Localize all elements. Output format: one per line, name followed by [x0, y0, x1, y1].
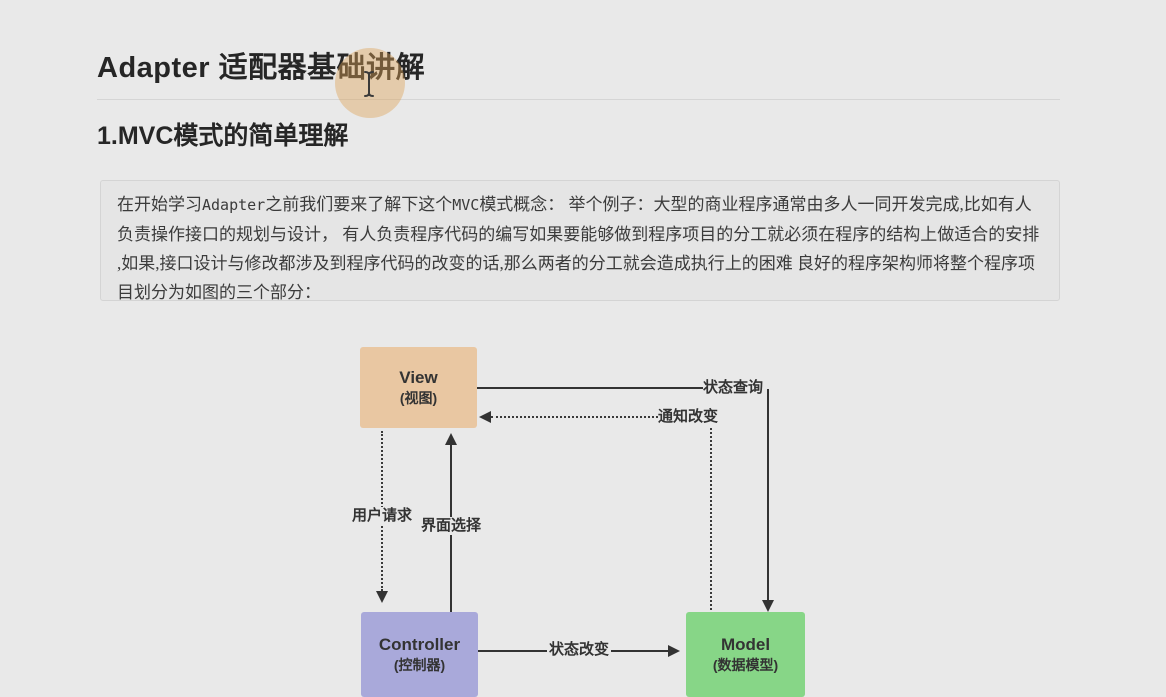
edge-user-request-label: 用户请求 — [350, 507, 415, 525]
page-title: Adapter 适配器基础讲解 — [97, 52, 426, 84]
section-heading: 1.MVC模式的简单理解 — [97, 122, 349, 150]
arrow-left-icon — [479, 411, 491, 423]
edge-state-query-line — [477, 387, 703, 389]
arrow-up-icon — [445, 433, 457, 445]
inline-code-mvc: MVC — [452, 196, 480, 214]
node-view-sublabel: (视图) — [399, 390, 438, 406]
edge-interface-select-label: 界面选择 — [419, 517, 484, 535]
edge-state-query-label: 状态查询 — [703, 379, 764, 396]
paragraph-text: 在开始学习 — [117, 195, 202, 214]
inline-code-adapter: Adapter — [202, 196, 266, 214]
edge-notify-change-line — [710, 428, 712, 610]
node-view-label: View — [399, 368, 438, 387]
text-cursor-icon — [364, 71, 374, 97]
node-model-label: Model — [720, 635, 771, 654]
edge-notify-change-line — [491, 416, 658, 418]
diagram-node-controller: Controller (控制器) — [361, 612, 478, 697]
edge-notify-change-label: 通知改变 — [658, 408, 719, 425]
node-model-sublabel: (数据模型) — [712, 657, 779, 673]
edge-state-change-label: 状态改变 — [547, 641, 612, 659]
diagram-node-model: Model (数据模型) — [686, 612, 805, 697]
paragraph-text: 模式概念： 举个例子：大型的商业程序通常由多人一同开发完成,比如有人负责操作接口… — [117, 195, 1040, 301]
title-divider — [97, 99, 1060, 100]
arrow-down-icon — [376, 591, 388, 603]
node-controller-label: Controller — [378, 635, 461, 654]
arrow-down-icon — [762, 600, 774, 612]
edge-state-query-line — [767, 389, 769, 601]
arrow-right-icon — [668, 645, 680, 657]
paragraph-text: 之前我们要来了解下这个 — [265, 195, 453, 214]
node-controller-sublabel: (控制器) — [393, 657, 446, 673]
diagram-node-view: View (视图) — [360, 347, 477, 428]
intro-paragraph: 在开始学习Adapter之前我们要来了解下这个MVC模式概念： 举个例子：大型的… — [100, 180, 1060, 301]
